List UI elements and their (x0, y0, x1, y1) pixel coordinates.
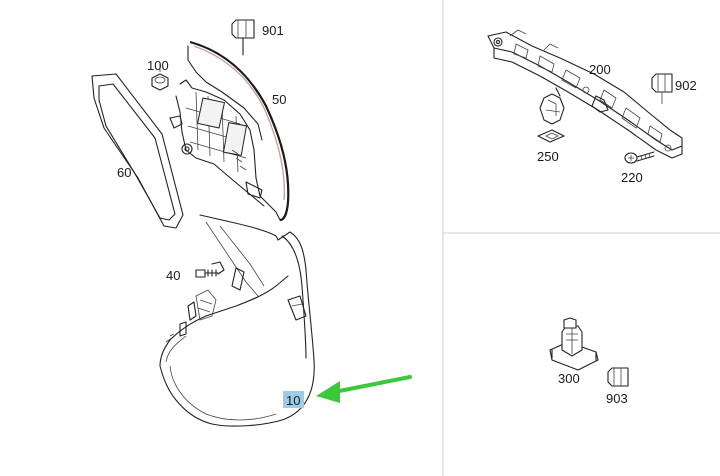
callout-200: 200 (589, 62, 611, 77)
callout-902: 902 (675, 78, 697, 93)
bolt-symbol-902 (651, 73, 673, 104)
callout-10[interactable]: 10 (286, 393, 300, 408)
screw-part-220[interactable] (624, 151, 655, 164)
clip-part-250[interactable] (537, 87, 565, 143)
green-arrow-icon (316, 375, 412, 403)
callout-903: 903 (606, 391, 628, 406)
outer-lamp-cover-part[interactable] (159, 214, 315, 427)
callout-901: 901 (262, 23, 284, 38)
lamp-assembly-panel (91, 19, 315, 427)
callout-250: 250 (537, 149, 559, 164)
nut-part[interactable] (151, 73, 169, 91)
mounting-rail-part[interactable] (487, 29, 683, 159)
bolt-symbol-901 (231, 19, 255, 56)
callout-50: 50 (272, 92, 286, 107)
lamp-housing-part[interactable] (169, 40, 290, 222)
callout-10-highlight (283, 391, 304, 408)
socket-panel (549, 317, 629, 387)
callout-60: 60 (117, 165, 131, 180)
callout-100: 100 (147, 58, 169, 73)
bracket-panel (487, 29, 683, 164)
stud-part[interactable] (195, 261, 225, 278)
callout-220: 220 (621, 170, 643, 185)
bolt-symbol-903 (607, 367, 629, 387)
socket-part-300[interactable] (549, 317, 599, 371)
gasket-frame-part[interactable] (91, 73, 184, 229)
callout-40: 40 (166, 268, 180, 283)
callout-300: 300 (558, 371, 580, 386)
